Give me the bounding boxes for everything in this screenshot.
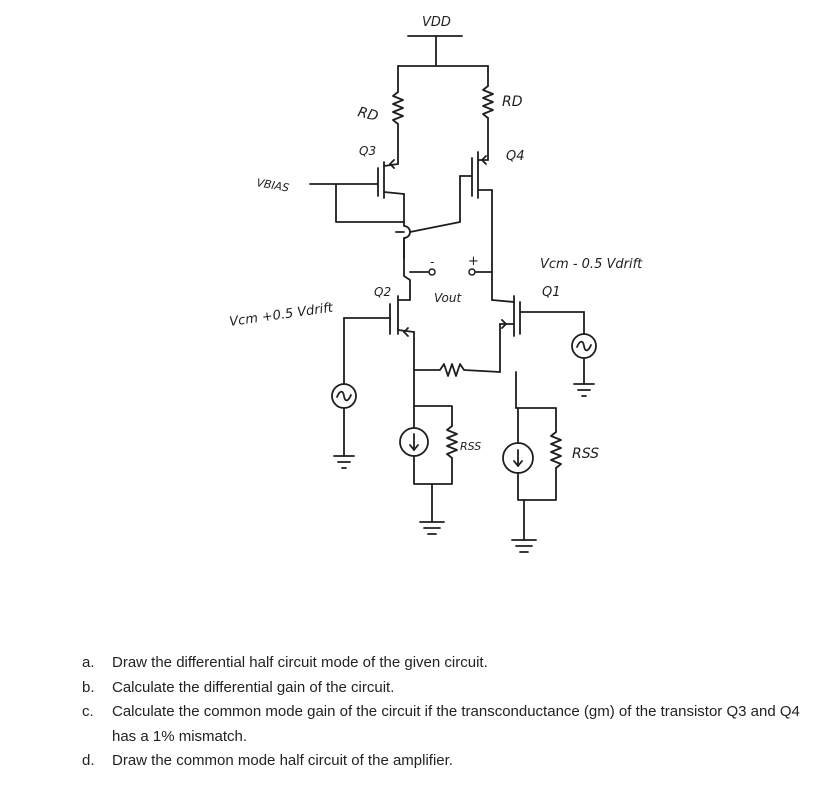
question-text: Calculate the differential gain of the c…: [112, 678, 395, 696]
vout-minus-sign: -: [430, 255, 434, 269]
q4-label: Q4: [506, 149, 525, 164]
right-tail-network: [502, 371, 562, 553]
left-tail-network: [399, 369, 458, 535]
question-item: a. Draw the differential half circuit mo…: [82, 651, 802, 676]
rd-left-resistor: [392, 91, 404, 125]
q4-transistor: [459, 117, 493, 301]
rd-left-label: RD: [356, 104, 380, 125]
q3-gate-connection: [335, 183, 405, 223]
right-signal-source: [571, 311, 597, 397]
question-letter: a.: [82, 654, 95, 671]
circuit-schematic: VDD RD RD Q3 Q4 VBIAS Q2 Q1 Vcm +0.5 Vdr…: [228, 15, 643, 553]
rd-right-label: RD: [502, 94, 523, 110]
rd-right-resistor: [482, 85, 494, 119]
vdd-rail: [397, 35, 489, 93]
question-item: d. Draw the common mode half circuit of …: [82, 749, 802, 774]
question-text: Calculate the common mode gain of the ci…: [112, 703, 800, 745]
cross-connection-hop: [395, 221, 461, 259]
q2-transistor: [343, 295, 415, 371]
question-item: c. Calculate the common mode gain of the…: [82, 700, 802, 749]
vin-left-label: Vcm +0.5 Vdrift: [228, 300, 334, 329]
q3-transistor: [309, 123, 405, 223]
q1-transistor: [491, 295, 585, 373]
rss-right-label: RSS: [572, 446, 599, 462]
vbias-label: VBIAS: [255, 176, 290, 195]
vdd-label: VDD: [422, 15, 451, 30]
vout-terminals: [409, 268, 493, 276]
question-letter: b.: [82, 678, 95, 696]
question-letter: d.: [82, 752, 95, 769]
question-text: Draw the differential half circuit mode …: [112, 654, 488, 671]
q2-label: Q2: [374, 285, 391, 299]
question-letter: c.: [82, 703, 94, 720]
question-item: b. Calculate the differential gain of th…: [82, 676, 802, 701]
source-coupling-resistor: [413, 363, 501, 377]
question-list: a. Draw the differential half circuit mo…: [82, 651, 802, 774]
question-text: Draw the common mode half circuit of the…: [112, 752, 453, 769]
q1-label: Q1: [542, 285, 561, 300]
left-node-wire: [403, 237, 411, 301]
rss-left-label: RSS: [460, 440, 481, 453]
q3-label: Q3: [359, 144, 376, 158]
vin-right-label: Vcm - 0.5 Vdrift: [540, 257, 643, 272]
left-signal-source: [331, 317, 357, 469]
vout-plus-sign: +: [468, 254, 479, 269]
vout-label: Vout: [434, 291, 462, 305]
